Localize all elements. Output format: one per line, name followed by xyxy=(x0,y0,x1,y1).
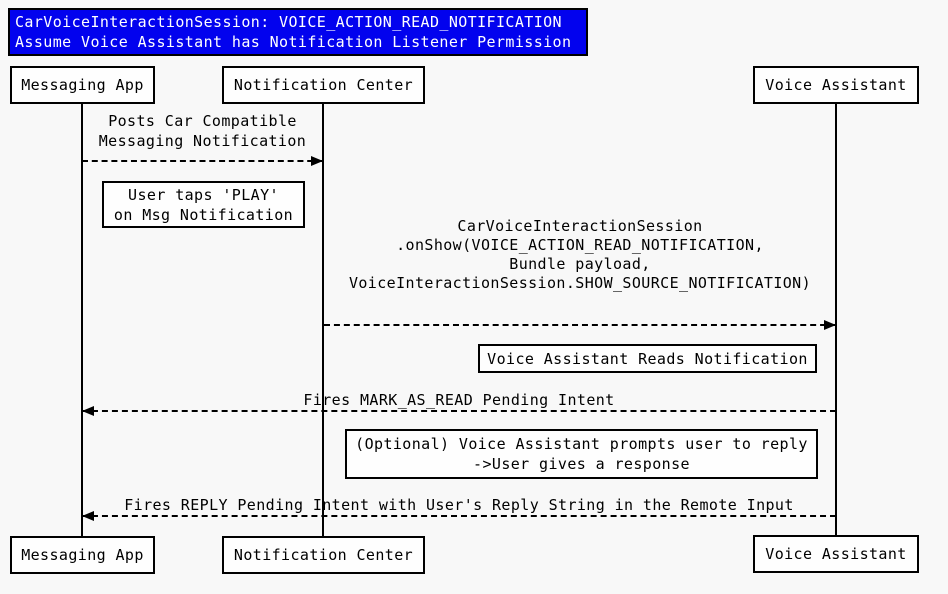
message-arrow-onshow xyxy=(324,324,836,326)
participant-label: Messaging App xyxy=(21,76,144,94)
participant-top-messaging-app: Messaging App xyxy=(10,66,155,104)
arrowhead-left-icon xyxy=(82,406,94,416)
note-user-taps-play: User taps 'PLAY' on Msg Notification xyxy=(102,181,305,228)
message-label-line: Bundle payload, xyxy=(509,255,651,273)
note-line: Voice Assistant Reads Notification xyxy=(487,349,808,368)
lifeline-notification-center xyxy=(322,104,324,536)
participant-label: Messaging App xyxy=(21,546,144,564)
note-line: ->User gives a response xyxy=(473,455,690,473)
note-optional-prompt-reply: (Optional) Voice Assistant prompts user … xyxy=(345,429,818,479)
message-label-line: Fires MARK_AS_READ Pending Intent xyxy=(303,391,615,409)
participant-bottom-voice-assistant: Voice Assistant xyxy=(753,535,919,573)
message-label-line: .onShow(VOICE_ACTION_READ_NOTIFICATION, xyxy=(396,236,764,254)
arrowhead-right-icon xyxy=(824,320,836,330)
message-arrow-reply-intent xyxy=(82,515,836,517)
message-label-reply-intent: Fires REPLY Pending Intent with User's R… xyxy=(82,496,836,515)
lifeline-messaging-app xyxy=(81,104,83,536)
arrowhead-left-icon xyxy=(82,511,94,521)
message-label-line: VoiceInteractionSession.SHOW_SOURCE_NOTI… xyxy=(348,274,812,292)
participant-top-notification-center: Notification Center xyxy=(222,66,425,104)
participant-label: Notification Center xyxy=(233,76,414,94)
message-arrow-posts-notification xyxy=(82,160,323,162)
message-label-line: Fires REPLY Pending Intent with User's R… xyxy=(124,496,794,514)
participant-label: Voice Assistant xyxy=(765,76,907,94)
arrowhead-right-icon xyxy=(311,156,323,166)
message-label-onshow: CarVoiceInteractionSession .onShow(VOICE… xyxy=(324,217,836,293)
message-arrow-mark-as-read xyxy=(82,410,836,412)
diagram-title: CarVoiceInteractionSession: VOICE_ACTION… xyxy=(8,8,588,56)
participant-label: Voice Assistant xyxy=(765,545,907,563)
message-label-line: Posts Car Compatible xyxy=(108,112,297,130)
participant-bottom-messaging-app: Messaging App xyxy=(10,536,155,574)
participant-bottom-notification-center: Notification Center xyxy=(222,536,425,574)
note-line: User taps 'PLAY' xyxy=(128,185,279,204)
participant-label: Notification Center xyxy=(233,546,414,564)
message-label-mark-as-read: Fires MARK_AS_READ Pending Intent xyxy=(82,391,836,410)
note-assistant-reads-notification: Voice Assistant Reads Notification xyxy=(478,344,817,373)
diagram-title-line1: CarVoiceInteractionSession: VOICE_ACTION… xyxy=(15,13,562,31)
note-line: (Optional) Voice Assistant prompts user … xyxy=(355,435,808,453)
note-line: on Msg Notification xyxy=(113,205,294,224)
participant-top-voice-assistant: Voice Assistant xyxy=(753,66,919,104)
message-label-posts-notification: Posts Car Compatible Messaging Notificat… xyxy=(82,111,323,151)
diagram-title-line2: Assume Voice Assistant has Notification … xyxy=(15,33,572,51)
lifeline-voice-assistant xyxy=(835,104,837,536)
message-label-line: Messaging Notification xyxy=(98,132,307,150)
message-label-line: CarVoiceInteractionSession xyxy=(457,217,703,235)
